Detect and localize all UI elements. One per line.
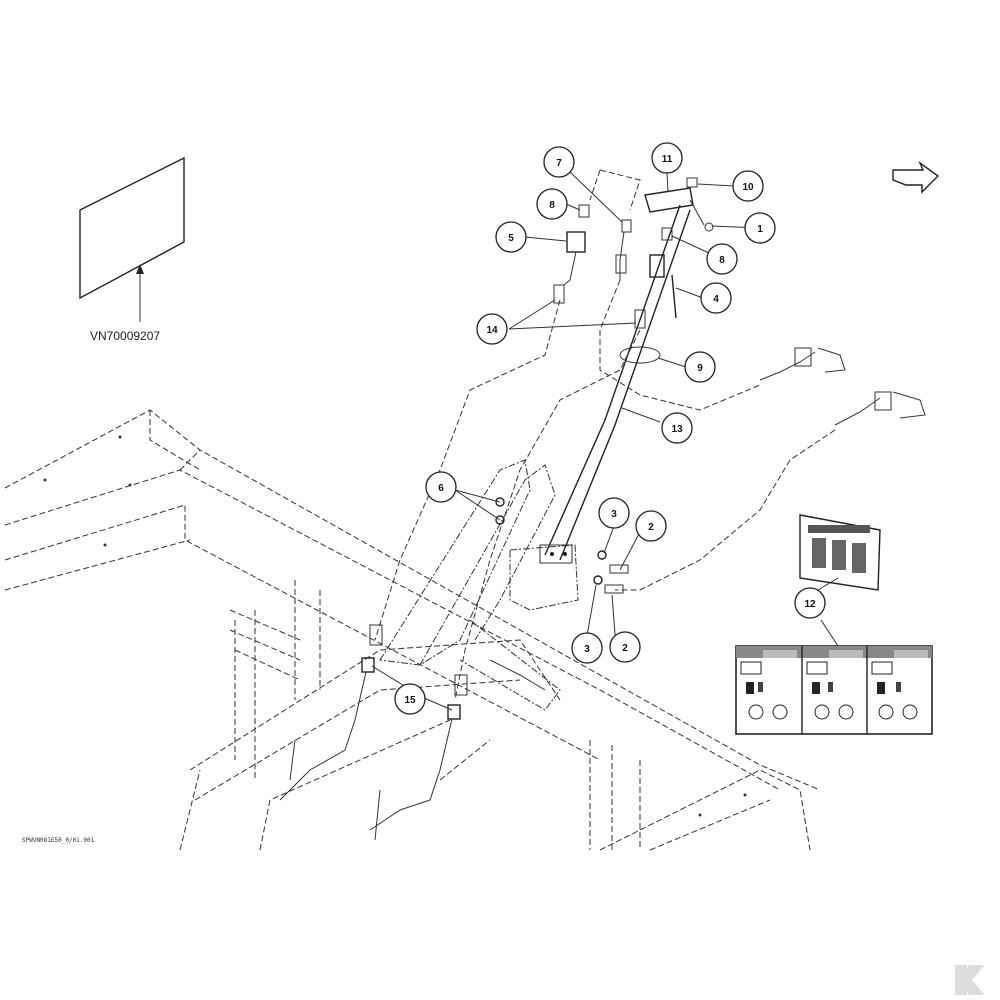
svg-text:6: 6 xyxy=(438,483,444,494)
decal-section-1 xyxy=(740,650,797,720)
svg-text:9: 9 xyxy=(697,363,703,374)
svg-text:8: 8 xyxy=(719,255,725,266)
callout-13: 13 xyxy=(661,412,693,444)
reference-code-label: VN70009207 xyxy=(90,329,160,343)
svg-text:3: 3 xyxy=(611,509,617,520)
callout-2a: 2 xyxy=(635,510,667,542)
callout-8a: 8 xyxy=(536,188,568,220)
svg-text:7: 7 xyxy=(556,158,562,169)
svg-text:5: 5 xyxy=(508,233,514,244)
callout-14: 14 xyxy=(476,313,508,345)
callout-5: 5 xyxy=(495,221,527,253)
svg-text:12: 12 xyxy=(804,599,816,610)
callout-6: 6 xyxy=(425,471,457,503)
svg-text:8: 8 xyxy=(549,200,555,211)
mounting-bracket xyxy=(379,459,579,711)
svg-text:14: 14 xyxy=(486,325,498,336)
handle-block xyxy=(644,177,714,232)
callout-3b: 3 xyxy=(571,632,603,664)
callout-4: 4 xyxy=(700,282,732,314)
direction-arrow-icon xyxy=(892,160,940,194)
decal-small xyxy=(799,514,881,591)
callout-2b: 2 xyxy=(609,631,641,663)
callouts: 1 2 2 3 3 4 5 6 xyxy=(394,142,826,715)
svg-text:2: 2 xyxy=(622,643,628,654)
callout-7: 7 xyxy=(543,146,575,178)
svg-text:15: 15 xyxy=(404,695,416,706)
callout-12: 12 xyxy=(794,587,826,619)
callout-1: 1 xyxy=(744,212,776,244)
callout-9: 9 xyxy=(684,351,716,383)
manual-sheet: VN70009207 xyxy=(79,156,185,343)
svg-text:4: 4 xyxy=(713,294,719,305)
svg-text:1: 1 xyxy=(757,224,763,235)
svg-text:2: 2 xyxy=(648,522,654,533)
drawing-code-label: SPWVN081E50_0/01.001 xyxy=(22,837,95,844)
callout-15: 15 xyxy=(394,683,426,715)
watermark-logo-icon xyxy=(955,965,985,995)
svg-text:3: 3 xyxy=(584,644,590,655)
svg-text:13: 13 xyxy=(671,424,683,435)
callout-10: 10 xyxy=(732,170,764,202)
decal-section-3 xyxy=(871,650,928,720)
svg-text:11: 11 xyxy=(662,154,673,165)
callout-11: 11 xyxy=(651,142,683,174)
svg-text:10: 10 xyxy=(742,182,754,193)
decal-enlarged xyxy=(735,645,933,735)
callout-3a: 3 xyxy=(598,497,630,529)
hydraulic-components xyxy=(279,169,926,841)
decal-section-2 xyxy=(806,650,863,720)
leader-lines xyxy=(371,171,839,711)
machine-frame xyxy=(4,409,821,851)
callout-8b: 8 xyxy=(706,243,738,275)
